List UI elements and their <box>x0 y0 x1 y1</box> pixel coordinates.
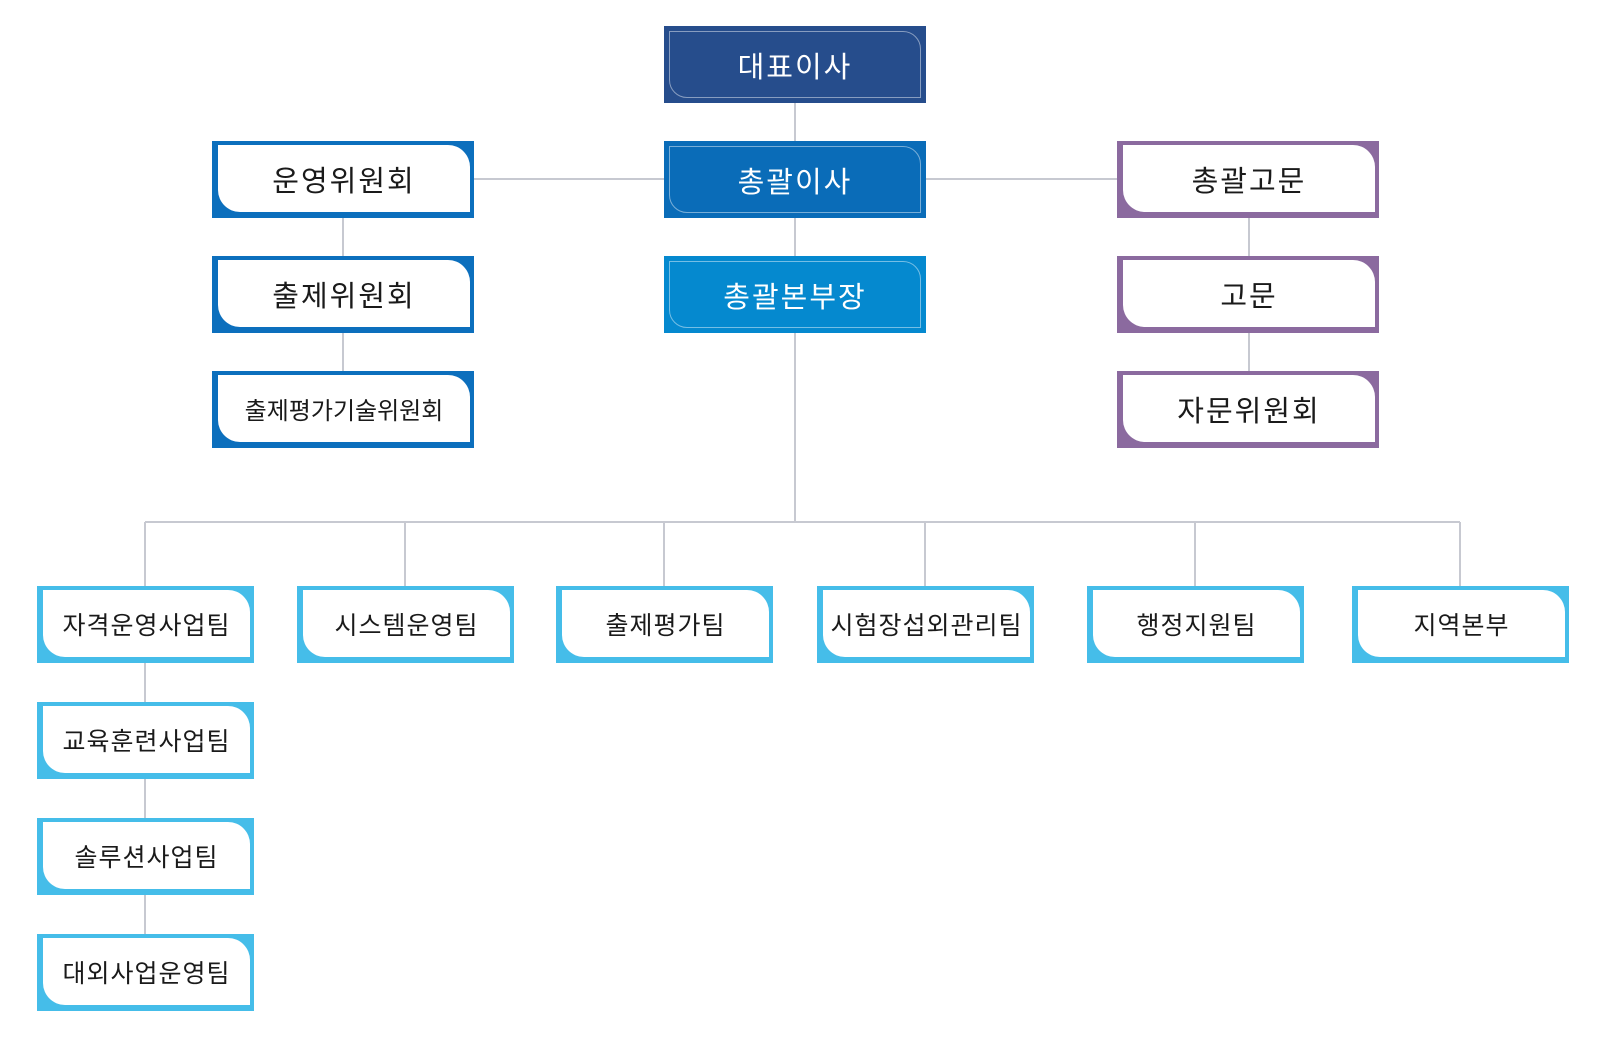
team-box-system-ops: 시스템운영팀 <box>297 586 514 663</box>
team-box-venue-management: 시험장섭외관리팀 <box>817 586 1034 663</box>
committee-label: 출제위원회 <box>272 278 416 313</box>
sub-team-label: 대외사업운영팀 <box>62 958 231 988</box>
ceo-label: 대표이사 <box>737 49 853 84</box>
general-director-label: 총괄이사 <box>737 164 853 199</box>
team-box-admin-support: 행정지원팀 <box>1087 586 1304 663</box>
sub-team-box-solution: 솔루션사업팀 <box>37 818 254 895</box>
committee-label: 출제평가기술위원회 <box>244 397 444 425</box>
team-box-qualification-ops: 자격운영사업팀 <box>37 586 254 663</box>
ceo-box: 대표이사 <box>664 26 926 103</box>
advisor-label: 총괄고문 <box>1191 163 1307 198</box>
team-label: 시험장섭외관리팀 <box>830 610 1023 640</box>
committee-box-operations: 운영위원회 <box>212 141 474 218</box>
general-director-box: 총괄이사 <box>664 141 926 218</box>
team-label: 시스템운영팀 <box>334 610 479 640</box>
head-of-division-box: 총괄본부장 <box>664 256 926 333</box>
team-label: 행정지원팀 <box>1136 610 1257 640</box>
advisor-box: 고문 <box>1117 256 1379 333</box>
advisor-label: 고문 <box>1220 278 1278 313</box>
sub-team-box-external-business: 대외사업운영팀 <box>37 934 254 1011</box>
advisor-box-general: 총괄고문 <box>1117 141 1379 218</box>
committee-box-exam-setting: 출제위원회 <box>212 256 474 333</box>
head-of-division-label: 총괄본부장 <box>723 279 867 314</box>
team-box-exam-evaluation: 출제평가팀 <box>556 586 773 663</box>
committee-box-exam-evaluation-tech: 출제평가기술위원회 <box>212 371 474 448</box>
advisor-label: 자문위원회 <box>1177 393 1321 428</box>
sub-team-label: 솔루션사업팀 <box>74 842 219 872</box>
advisory-committee-box: 자문위원회 <box>1117 371 1379 448</box>
sub-team-label: 교육훈련사업팀 <box>62 726 231 756</box>
team-label: 자격운영사업팀 <box>62 610 231 640</box>
committee-label: 운영위원회 <box>272 163 416 198</box>
sub-team-box-education-training: 교육훈련사업팀 <box>37 702 254 779</box>
team-box-regional-hq: 지역본부 <box>1352 586 1569 663</box>
team-label: 출제평가팀 <box>605 610 726 640</box>
team-label: 지역본부 <box>1413 610 1510 640</box>
